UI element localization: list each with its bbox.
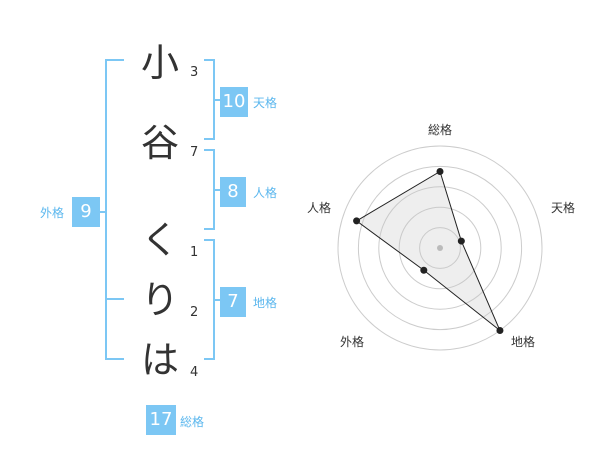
radar-label-jinkaku: 人格 xyxy=(306,201,331,215)
chikaku-bracket xyxy=(204,239,220,360)
radar-label-chikaku: 地格 xyxy=(510,335,535,349)
gaikaku-label: 外格 xyxy=(40,206,65,220)
jinkaku-bracket xyxy=(204,149,220,230)
radar-ring-2 xyxy=(398,206,482,290)
chikaku-label: 地格 xyxy=(253,296,278,310)
stroke-count-2: 7 xyxy=(190,145,199,160)
gaikaku-bracket xyxy=(100,59,124,360)
name-char-3: く xyxy=(140,218,179,262)
radar-label-tenkaku: 天格 xyxy=(550,201,575,215)
tenkaku-bracket xyxy=(204,59,220,140)
jinkaku-label: 人格 xyxy=(253,186,278,200)
soukaku-label: 総格 xyxy=(180,415,205,429)
radar-ring-3 xyxy=(378,186,502,310)
name-char-5: は xyxy=(140,338,179,382)
radar-ring-4 xyxy=(357,165,523,331)
stroke-count-1: 3 xyxy=(190,65,199,80)
radar-ring-5 xyxy=(337,145,543,351)
chikaku-value: 7 xyxy=(220,287,246,317)
radar-point-4 xyxy=(420,266,428,274)
name-char-1: 小 xyxy=(140,41,179,85)
gaikaku-value: 9 xyxy=(72,197,100,227)
stroke-count-3: 1 xyxy=(190,245,199,260)
tenkaku-value: 10 xyxy=(220,87,248,117)
radar-label-soukaku: 総格 xyxy=(427,123,452,137)
radar-point-2 xyxy=(457,237,465,245)
name-char-4: り xyxy=(140,278,179,322)
stroke-count-4: 2 xyxy=(190,305,199,320)
radar-polygon xyxy=(355,170,501,331)
tenkaku-label: 天格 xyxy=(253,96,278,110)
radar-point-5 xyxy=(353,217,361,225)
jinkaku-value: 8 xyxy=(220,177,246,207)
radar-label-gaikaku: 外格 xyxy=(339,335,364,349)
radar-ring-1 xyxy=(419,227,461,269)
radar-point-3 xyxy=(496,327,504,335)
radar-point-1 xyxy=(436,168,444,175)
name-char-2: 谷 xyxy=(140,121,179,165)
stroke-count-5: 4 xyxy=(190,365,199,380)
soukaku-value: 17 xyxy=(146,405,176,435)
radar-center-dot xyxy=(437,245,443,251)
